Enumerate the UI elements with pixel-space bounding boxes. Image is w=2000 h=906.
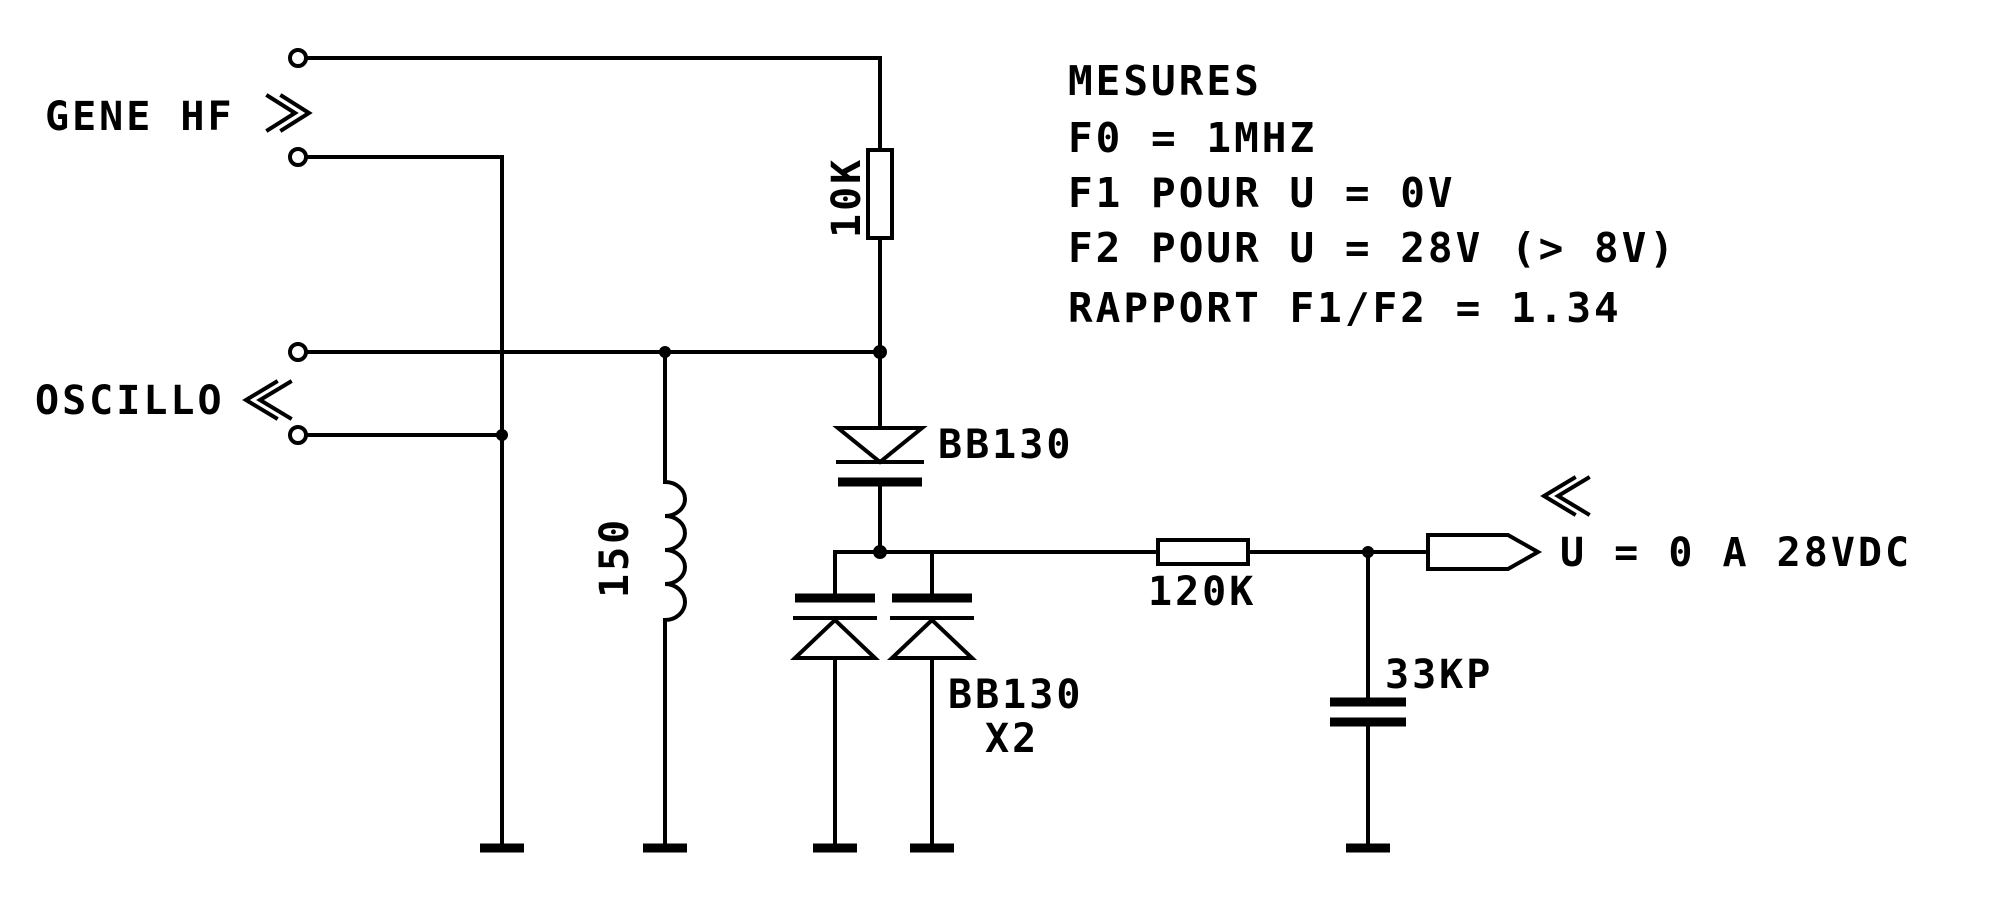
junctions (496, 345, 1374, 559)
junction-cap (1362, 546, 1374, 558)
notes-title: MESURES (1068, 57, 1262, 105)
junction-main-node (873, 345, 887, 359)
resistor-120k (1156, 538, 1250, 566)
terminal-gene-bottom (288, 147, 308, 167)
capacitor-33kp (1330, 697, 1406, 727)
inductor-150 (662, 479, 687, 623)
varicap-diode-top (832, 426, 928, 487)
oscillo-connector-symbol (242, 379, 293, 421)
label-oscillo: OSCILLO (35, 378, 225, 424)
measurement-notes: MESURES F0 = 1MHZ F1 POUR U = 0V F2 POUR… (1068, 57, 1677, 332)
terminal-oscillo-top (288, 342, 308, 362)
junction-inductor (659, 346, 671, 358)
label-inductor-150: 150 (592, 517, 638, 598)
junction-mid-node (873, 545, 887, 559)
label-resistor-120k: 120K (1148, 569, 1256, 615)
label-diode-bottom-mult: X2 (985, 716, 1039, 762)
notes-line: F0 = 1MHZ (1068, 114, 1317, 162)
label-input-voltage: U = 0 A 28VDC (1560, 530, 1912, 576)
notes-line: F2 POUR U = 28V (> 8V) (1068, 224, 1677, 272)
wire-gene-bottom (298, 155, 504, 850)
input-connector-symbol (1540, 475, 1591, 517)
terminals (288, 48, 308, 445)
input-connector (1426, 533, 1543, 571)
label-capacitor-33kp: 33KP (1385, 652, 1493, 698)
resistor-10k (866, 148, 894, 240)
label-diode-top: BB130 (938, 422, 1073, 468)
terminal-gene-top (288, 48, 308, 68)
varicap-diode-bottom-right (886, 593, 978, 660)
terminal-oscillo-bottom (288, 425, 308, 445)
notes-line: RAPPORT F1/F2 = 1.34 (1068, 284, 1622, 332)
wires (298, 56, 1430, 850)
junction-oscillo-bottom (496, 429, 508, 441)
varicap-diode-bottom-left (789, 593, 881, 660)
gene-connector-symbol (265, 93, 313, 133)
notes-line: F1 POUR U = 0V (1068, 169, 1456, 217)
label-diode-bottom: BB130 (948, 672, 1083, 718)
label-gene: GENE HF (45, 94, 235, 140)
label-resistor-10k: 10K (824, 157, 870, 238)
wire-gene-top (298, 56, 882, 152)
